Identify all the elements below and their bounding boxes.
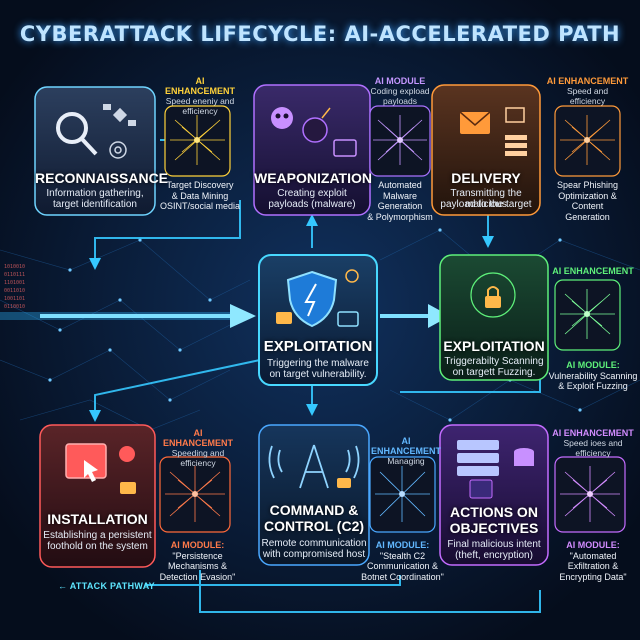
stage-desc-line2: with compromised host [262,549,366,560]
attack-pathway-label: ← ATTACK PATHWAY [58,581,155,591]
ai-label-line2: Communication & [366,561,439,571]
stage-desc-line1: Final malicious intent [447,539,541,550]
magnifier-icon [56,112,98,156]
ai-sub-line1: Speed eneniy and [165,96,235,106]
ai-label-line3: & Polymorphism [367,211,433,222]
ai-label-line1: Target Discovery [166,180,234,190]
svg-text:0110010: 0110010 [4,304,25,310]
stage-name: INSTALLATION [47,511,148,527]
stage-desc-line2: target identification [53,199,137,210]
ai-module-label: AI MODULE: [566,540,620,550]
stage-name-line2: OBJECTIVES [449,520,539,536]
ai-label-line1: "Persistence [172,550,223,561]
svg-text:0110111: 0110111 [4,272,25,278]
lock-network-icon [470,272,516,318]
stage-desc-line2: on target vulnerability. [269,369,367,380]
ai-label-line3: Encrypting Data" [559,571,627,582]
svg-text:1101001: 1101001 [4,280,25,286]
ai-label-line2: & Data Mining [171,190,229,201]
ai-module-label: AI MODULE [374,76,426,86]
ai-sub-line1: Speed and [566,86,609,96]
ai-module-label: AI MODULE: [375,540,430,550]
stage-name-line2: CONTROL (C2) [263,518,365,534]
ai-module-label: AI MODULE: [170,540,225,550]
ai-enhancement-label: AI ENHANCEMENT [552,266,634,276]
stage-name-line1: ACTIONS ON [450,504,538,520]
ai-label-line2: Malware Generation [377,190,423,212]
ai-label-line2: Optimization & [558,190,617,201]
stage-desc-line2: payloads (malware) [268,199,356,210]
ai-sub-line2: payloads [382,96,418,106]
ai-sub-line2: efficiency [569,96,606,106]
stage-desc-line2: foothold on the system [47,541,148,552]
ai-label-line3: Botnet Coordination" [361,571,444,582]
antenna-tower-icon [268,444,360,489]
stage-desc-line1: Establishing a persistent [43,530,152,541]
stage-desc-line2: (theft, encryption) [455,550,533,561]
stage-desc-line1: Remote communication [261,538,367,549]
stage-desc-line2: payload to the target [440,199,532,210]
main-flow-arrow [0,304,450,328]
ai-sub-line2: efficiency [180,458,216,468]
svg-text:0011010: 0011010 [4,288,25,294]
ai-label-line1: Vulnerability Scanning [548,370,638,381]
stage-desc-line1: Transmitting the malicious [450,188,522,210]
stage-desc-line1: Information gathering, [46,188,144,199]
ai-label-line2: Mechanisms & [167,561,228,571]
stage-desc-line1: Creating exploit [277,188,347,199]
stage-name: EXPLOITATION [263,338,373,355]
stage-desc-line1: Triggering the malware [267,358,369,369]
stage-desc-line1: Triggerabilty Scanning [444,356,544,367]
ai-enhancement-label: AI ENHANCEMENT [552,428,634,438]
cursor-window-icon [65,443,136,494]
ai-network-nodes [192,137,593,497]
stage-desc-line2: on targett Fuzzing. [452,367,536,378]
stage-name: WEAPONIZATION [254,170,372,186]
server-icon [457,440,534,499]
ai-label-line1: "Stealth C2 [379,550,426,561]
ai-enhancement-label: AI ENHANCEMENT [546,76,629,86]
email-icon [459,107,527,156]
ai-sub-line1: Managing [387,456,425,466]
stage-name: DELIVERY [451,170,521,186]
page-title: CYBERATTACK LIFECYCLE: AI-ACCELERATED PA… [19,22,621,46]
ai-sub-line1: Speed ioes and [563,438,623,448]
ai-label-line1: Automated [378,180,422,190]
ai-label-line2: & Exploit Fuzzing [558,381,628,391]
ai-label-line1: Spear Phishing [556,180,619,190]
target-icon [109,141,127,159]
ai-label-line3: Content [571,201,604,211]
ai-label-line4: Generation [565,211,610,222]
ai-sub-line2: efficiency [182,106,218,116]
stage-name: EXPLOITATION [443,338,545,354]
stage-name: RECONNAISSANCE [35,170,169,186]
stage-name-line1: COMMAND & [269,502,359,518]
svg-text:1001101: 1001101 [4,296,25,302]
attack-pathway-text: ATTACK PATHWAY [69,581,155,591]
ai-sub-line1: Coding expload [370,86,430,96]
ai-enhancement-label: AI ENHANCEMENT [164,76,235,96]
skull-bomb-icon [271,107,357,157]
ai-sub-line1: Speeding and [171,448,225,458]
ai-label-line1: "Automated [569,550,617,561]
ai-label-line3: Detection Evasion" [159,571,236,582]
ai-sub-line2: efficiency [575,448,611,458]
ai-label-line2: Exfiltration & [567,561,619,571]
ai-label-line3: OSINT/social media [159,201,241,211]
svg-text:1010010: 1010010 [4,264,25,270]
ai-enhancement-label: AI ENHANCEMENT [162,428,233,448]
shield-lock-icon [276,269,359,328]
ai-enhancement-label: AI ENHANCEMENT [370,436,441,456]
ai-module-label: AI MODULE: [566,360,620,370]
